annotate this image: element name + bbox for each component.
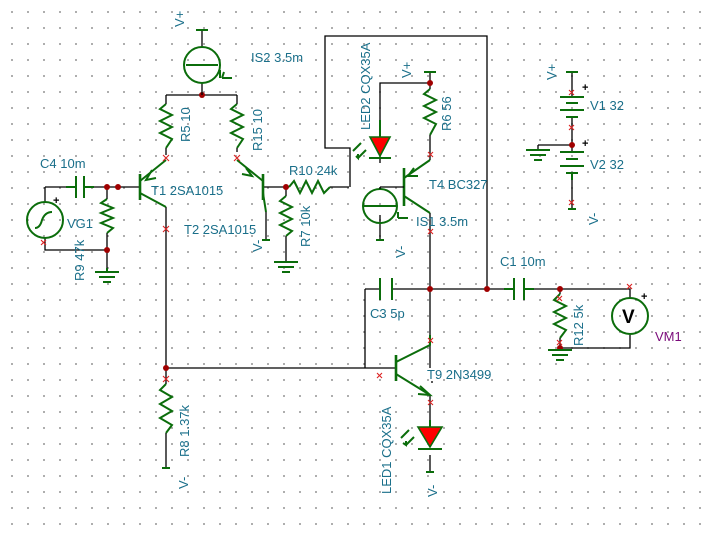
voltmeter-vm1[interactable] — [611, 297, 649, 335]
rail-vminus-r8: V- — [176, 477, 191, 489]
ground-symbol-2 — [274, 261, 298, 273]
label-t4: T4 BC327 — [429, 177, 488, 192]
battery-v1[interactable] — [560, 96, 584, 118]
rail-markers — [162, 29, 578, 473]
resistor-r7[interactable] — [277, 195, 295, 237]
pin-ticks — [40, 89, 633, 406]
labels: IS2 3.5m LED2 CQX35A R5 10 R15 10 R6 56 … — [40, 11, 682, 497]
resistor-r8[interactable] — [158, 383, 174, 434]
polarity-vg1: + — [53, 195, 59, 207]
resistor-r15[interactable] — [228, 103, 246, 149]
label-t9: T9 2N3499 — [427, 367, 491, 382]
label-r7: R7 10k — [298, 205, 313, 247]
ground-symbol-4 — [526, 149, 550, 161]
voltmeter-v-glyph: V — [622, 307, 635, 328]
current-source-is1[interactable] — [362, 188, 408, 224]
current-source-is2[interactable] — [183, 29, 232, 95]
label-r15: R15 10 — [250, 109, 265, 151]
polarity-vm1: + — [641, 291, 647, 303]
wires — [44, 35, 631, 472]
led-led1[interactable] — [400, 420, 444, 450]
transistor-t2[interactable] — [236, 159, 267, 213]
capacitor-c3[interactable] — [379, 278, 393, 300]
label-is2: IS2 3.5m — [251, 50, 303, 65]
label-v2: V2 32 — [590, 157, 624, 172]
resistor-r6[interactable] — [421, 88, 439, 136]
label-vm1: VM1 — [655, 329, 682, 344]
label-r6: R6 56 — [439, 96, 454, 131]
label-v1: V1 32 — [590, 98, 624, 113]
transistor-t4[interactable] — [380, 159, 431, 214]
rail-vplus-supply: V+ — [544, 64, 559, 80]
label-r8: R8 1.37k — [177, 404, 192, 457]
label-vg1: VG1 — [67, 216, 93, 231]
rail-vminus-t2: V- — [250, 240, 265, 252]
label-c4: C4 10m — [40, 156, 86, 171]
transistor-t9[interactable] — [394, 335, 433, 397]
resistor-r12[interactable] — [551, 293, 569, 339]
rail-vplus-top: V+ — [172, 11, 187, 27]
label-r9: R9 47k — [72, 239, 87, 281]
transistor-t1[interactable] — [138, 159, 167, 208]
polarity-v1: + — [582, 82, 588, 94]
label-led2: LED2 CQX35A — [358, 42, 373, 130]
label-led1: LED1 CQX35A — [379, 406, 394, 494]
led-led2[interactable] — [352, 120, 392, 161]
resistor-r9[interactable] — [98, 198, 116, 234]
capacitor-c1[interactable] — [504, 278, 534, 300]
label-c3: C3 5p — [370, 306, 405, 321]
label-r5: R5 10 — [178, 107, 193, 142]
resistor-r10[interactable] — [288, 178, 331, 196]
rail-vminus-led1: V- — [425, 485, 440, 497]
ground-symbol-3 — [548, 349, 572, 361]
label-t2: T2 2SA1015 — [184, 222, 256, 237]
battery-v2[interactable] — [560, 151, 584, 180]
signal-generator-vg1[interactable] — [26, 201, 64, 239]
capacitor-c4[interactable] — [66, 176, 94, 198]
junction-dots — [104, 80, 575, 371]
rail-vplus-r6: V+ — [399, 62, 414, 78]
ground-symbol-1 — [95, 268, 119, 283]
label-t1: T1 2SA1015 — [151, 183, 223, 198]
polarity-v2: + — [582, 138, 588, 150]
rail-vminus-supply: V- — [586, 213, 601, 225]
resistor-r5[interactable] — [157, 103, 175, 149]
label-is1: IS1 3.5m — [416, 214, 468, 229]
label-c1: C1 10m — [500, 254, 546, 269]
rail-vminus-is1: V- — [393, 246, 408, 258]
label-r10: R10 24k — [289, 163, 338, 178]
label-r12: R12 5k — [571, 304, 586, 346]
